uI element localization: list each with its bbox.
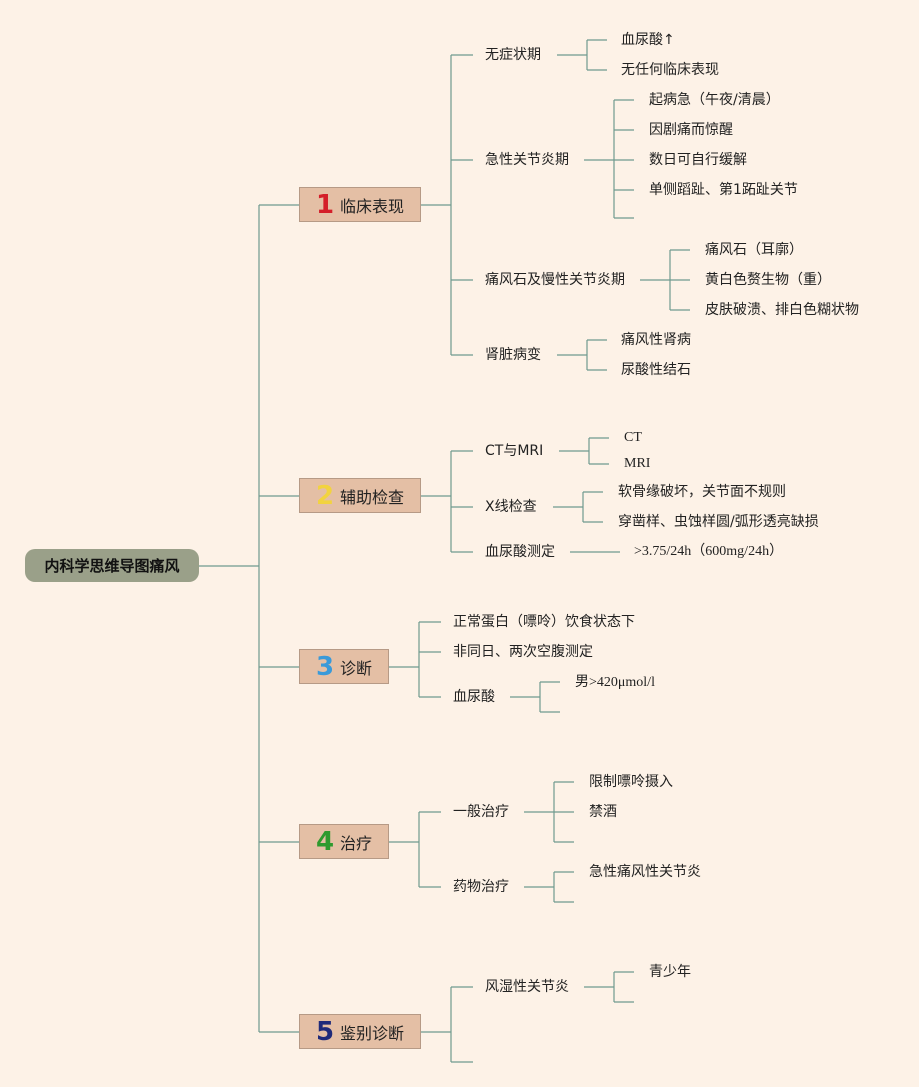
- leaf-node[interactable]: 禁酒: [589, 804, 617, 820]
- leaf-node[interactable]: 限制嘌呤摄入: [589, 774, 673, 790]
- number-3-badge: 3: [315, 651, 335, 682]
- branch-label: 治疗: [340, 833, 373, 853]
- node-asymptomatic[interactable]: 无症状期: [485, 47, 541, 63]
- node-rheumatic-arthritis[interactable]: 风湿性关节炎: [485, 979, 569, 995]
- leaf-node[interactable]: >3.75/24h（600mg/24h）: [634, 544, 784, 559]
- node-blood-uric-acid[interactable]: 血尿酸: [453, 689, 495, 705]
- node-two-fasting-tests[interactable]: 非同日、两次空腹测定: [453, 644, 593, 660]
- leaf-node[interactable]: 单侧蹈趾、第1跖趾关节: [649, 182, 798, 198]
- branch-label: 诊断: [340, 658, 373, 678]
- leaf-node[interactable]: 血尿酸↑: [621, 32, 675, 48]
- leaf-node[interactable]: 男>420μmol/l: [575, 675, 655, 690]
- node-tophus-chronic[interactable]: 痛风石及慢性关节炎期: [485, 272, 625, 288]
- leaf-node[interactable]: 痛风性肾病: [621, 332, 691, 348]
- branch-clinical-manifestations[interactable]: 1 临床表现: [299, 187, 421, 222]
- branch-diagnosis[interactable]: 3 诊断: [299, 649, 389, 684]
- leaf-node[interactable]: 痛风石（耳廓）: [705, 242, 803, 258]
- node-blood-uric-test[interactable]: 血尿酸测定: [485, 544, 555, 560]
- node-drug-treatment[interactable]: 药物治疗: [453, 879, 509, 895]
- branch-label: 辅助检查: [340, 487, 405, 507]
- node-general-treatment[interactable]: 一般治疗: [453, 804, 509, 820]
- branch-label: 鉴别诊断: [340, 1023, 405, 1043]
- leaf-node[interactable]: 软骨缘破坏，关节面不规则: [618, 484, 786, 500]
- root-topic[interactable]: 内科学思维导图痛风: [25, 549, 199, 582]
- leaf-node[interactable]: 起病急（午夜/清晨）: [649, 92, 780, 108]
- node-xray[interactable]: X线检查: [485, 499, 537, 515]
- leaf-node[interactable]: CT: [624, 430, 642, 445]
- node-normal-diet[interactable]: 正常蛋白（嘌呤）饮食状态下: [453, 614, 635, 630]
- leaf-node[interactable]: 穿凿样、虫蚀样圆/弧形透亮缺损: [618, 514, 819, 530]
- number-4-badge: 4: [315, 826, 335, 857]
- leaf-node[interactable]: 青少年: [649, 964, 691, 980]
- number-5-badge: 5: [315, 1016, 335, 1047]
- branch-differential-diagnosis[interactable]: 5 鉴别诊断: [299, 1014, 421, 1049]
- leaf-node[interactable]: 因剧痛而惊醒: [649, 122, 733, 138]
- number-1-badge: 1: [315, 189, 335, 220]
- leaf-node[interactable]: 急性痛风性关节炎: [589, 864, 701, 880]
- leaf-node[interactable]: 黄白色赘生物（重）: [705, 272, 831, 288]
- leaf-node[interactable]: MRI: [624, 456, 651, 471]
- leaf-node[interactable]: 数日可自行缓解: [649, 152, 747, 168]
- node-acute-arthritis[interactable]: 急性关节炎期: [485, 152, 569, 168]
- branch-auxiliary-exams[interactable]: 2 辅助检查: [299, 478, 421, 513]
- node-ct-mri[interactable]: CT与MRI: [485, 443, 544, 459]
- branch-label: 临床表现: [340, 196, 405, 216]
- node-kidney-lesion[interactable]: 肾脏病变: [485, 347, 541, 363]
- branch-treatment[interactable]: 4 治疗: [299, 824, 389, 859]
- number-2-badge: 2: [315, 480, 335, 511]
- leaf-node[interactable]: 尿酸性结石: [621, 362, 691, 378]
- leaf-node[interactable]: 无任何临床表现: [621, 62, 719, 78]
- leaf-node[interactable]: 皮肤破溃、排白色糊状物: [705, 302, 859, 318]
